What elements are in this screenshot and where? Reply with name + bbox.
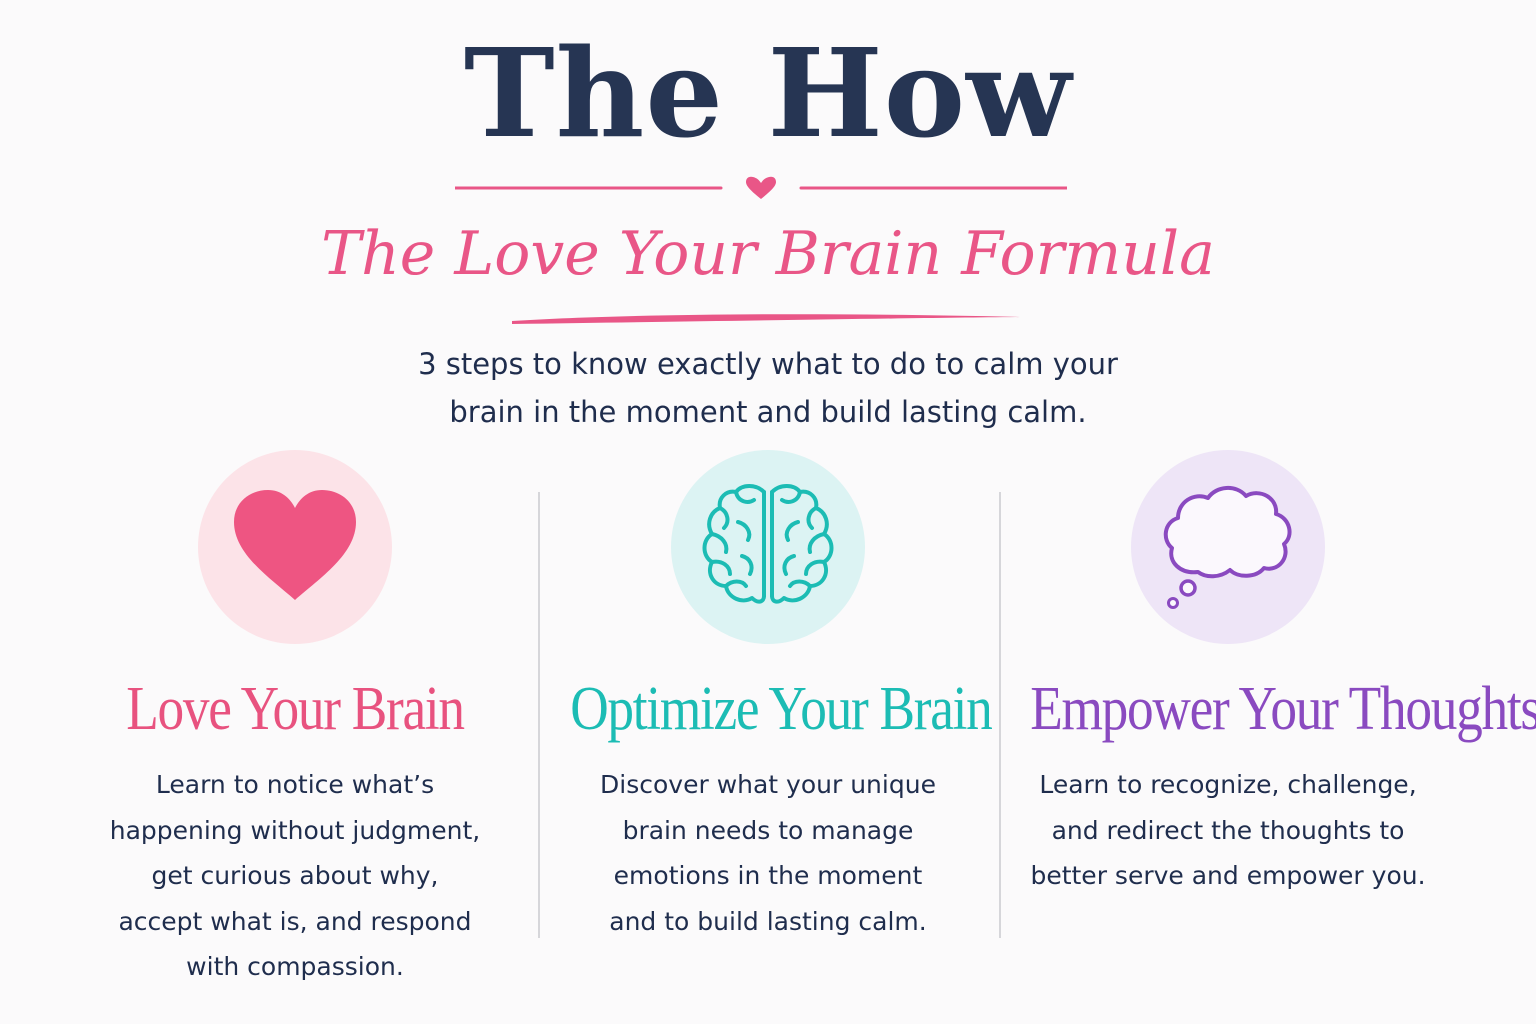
brush-underline [512, 314, 1024, 324]
description-line: accept what is, and respond [118, 906, 472, 936]
step-title: Optimize Your Brain [570, 675, 993, 743]
intro-text: 3 steps to know exactly what to do to ca… [368, 340, 1168, 436]
thought-cloud-icon [1163, 486, 1292, 609]
brain-icon [702, 484, 834, 604]
step-description: Discover what your unique brain needs to… [538, 762, 998, 944]
step-description: Learn to recognize, challenge, and redir… [998, 762, 1458, 899]
description-line: emotions in the moment [613, 861, 923, 890]
heart-icon [234, 490, 356, 600]
description-line: with compassion. [186, 952, 404, 981]
step-description: Learn to notice what’s happening without… [65, 762, 525, 990]
description-line: happening without judgment, [109, 815, 481, 845]
icon-circle [671, 450, 865, 644]
step-optimize-your-brain: Optimize Your Brain Discover what your u… [538, 450, 998, 944]
small-heart-icon [746, 176, 776, 199]
formula-subtitle: The Love Your Brain Formula [321, 219, 1215, 289]
icon-circle [198, 450, 392, 644]
heart-divider [455, 176, 1067, 199]
intro-line-2: brain in the moment and build lasting ca… [449, 395, 1087, 429]
step-title: Empower Your Thoughts [1030, 675, 1536, 743]
icon-circle [1131, 450, 1325, 644]
column-divider [538, 492, 540, 938]
description-line: Learn to recognize, challenge, [1039, 770, 1417, 799]
step-title: Love Your Brain [126, 675, 465, 743]
description-line: Discover what your unique [600, 770, 936, 799]
description-line: brain needs to manage [622, 815, 914, 845]
description-line: Learn to notice what’s [155, 770, 435, 799]
description-line: and to build lasting calm. [609, 906, 927, 936]
description-line: get curious about why, [151, 861, 439, 890]
step-empower-your-thoughts: Empower Your Thoughts Learn to recognize… [998, 450, 1536, 899]
description-line: and redirect the thoughts to [1051, 815, 1405, 845]
description-line: better serve and empower you. [1030, 861, 1426, 890]
page-title: The How [463, 21, 1073, 165]
step-love-your-brain: Love Your Brain Learn to notice what’s h… [65, 450, 525, 990]
intro-line-1: 3 steps to know exactly what to do to ca… [418, 347, 1118, 381]
column-divider [999, 492, 1001, 938]
